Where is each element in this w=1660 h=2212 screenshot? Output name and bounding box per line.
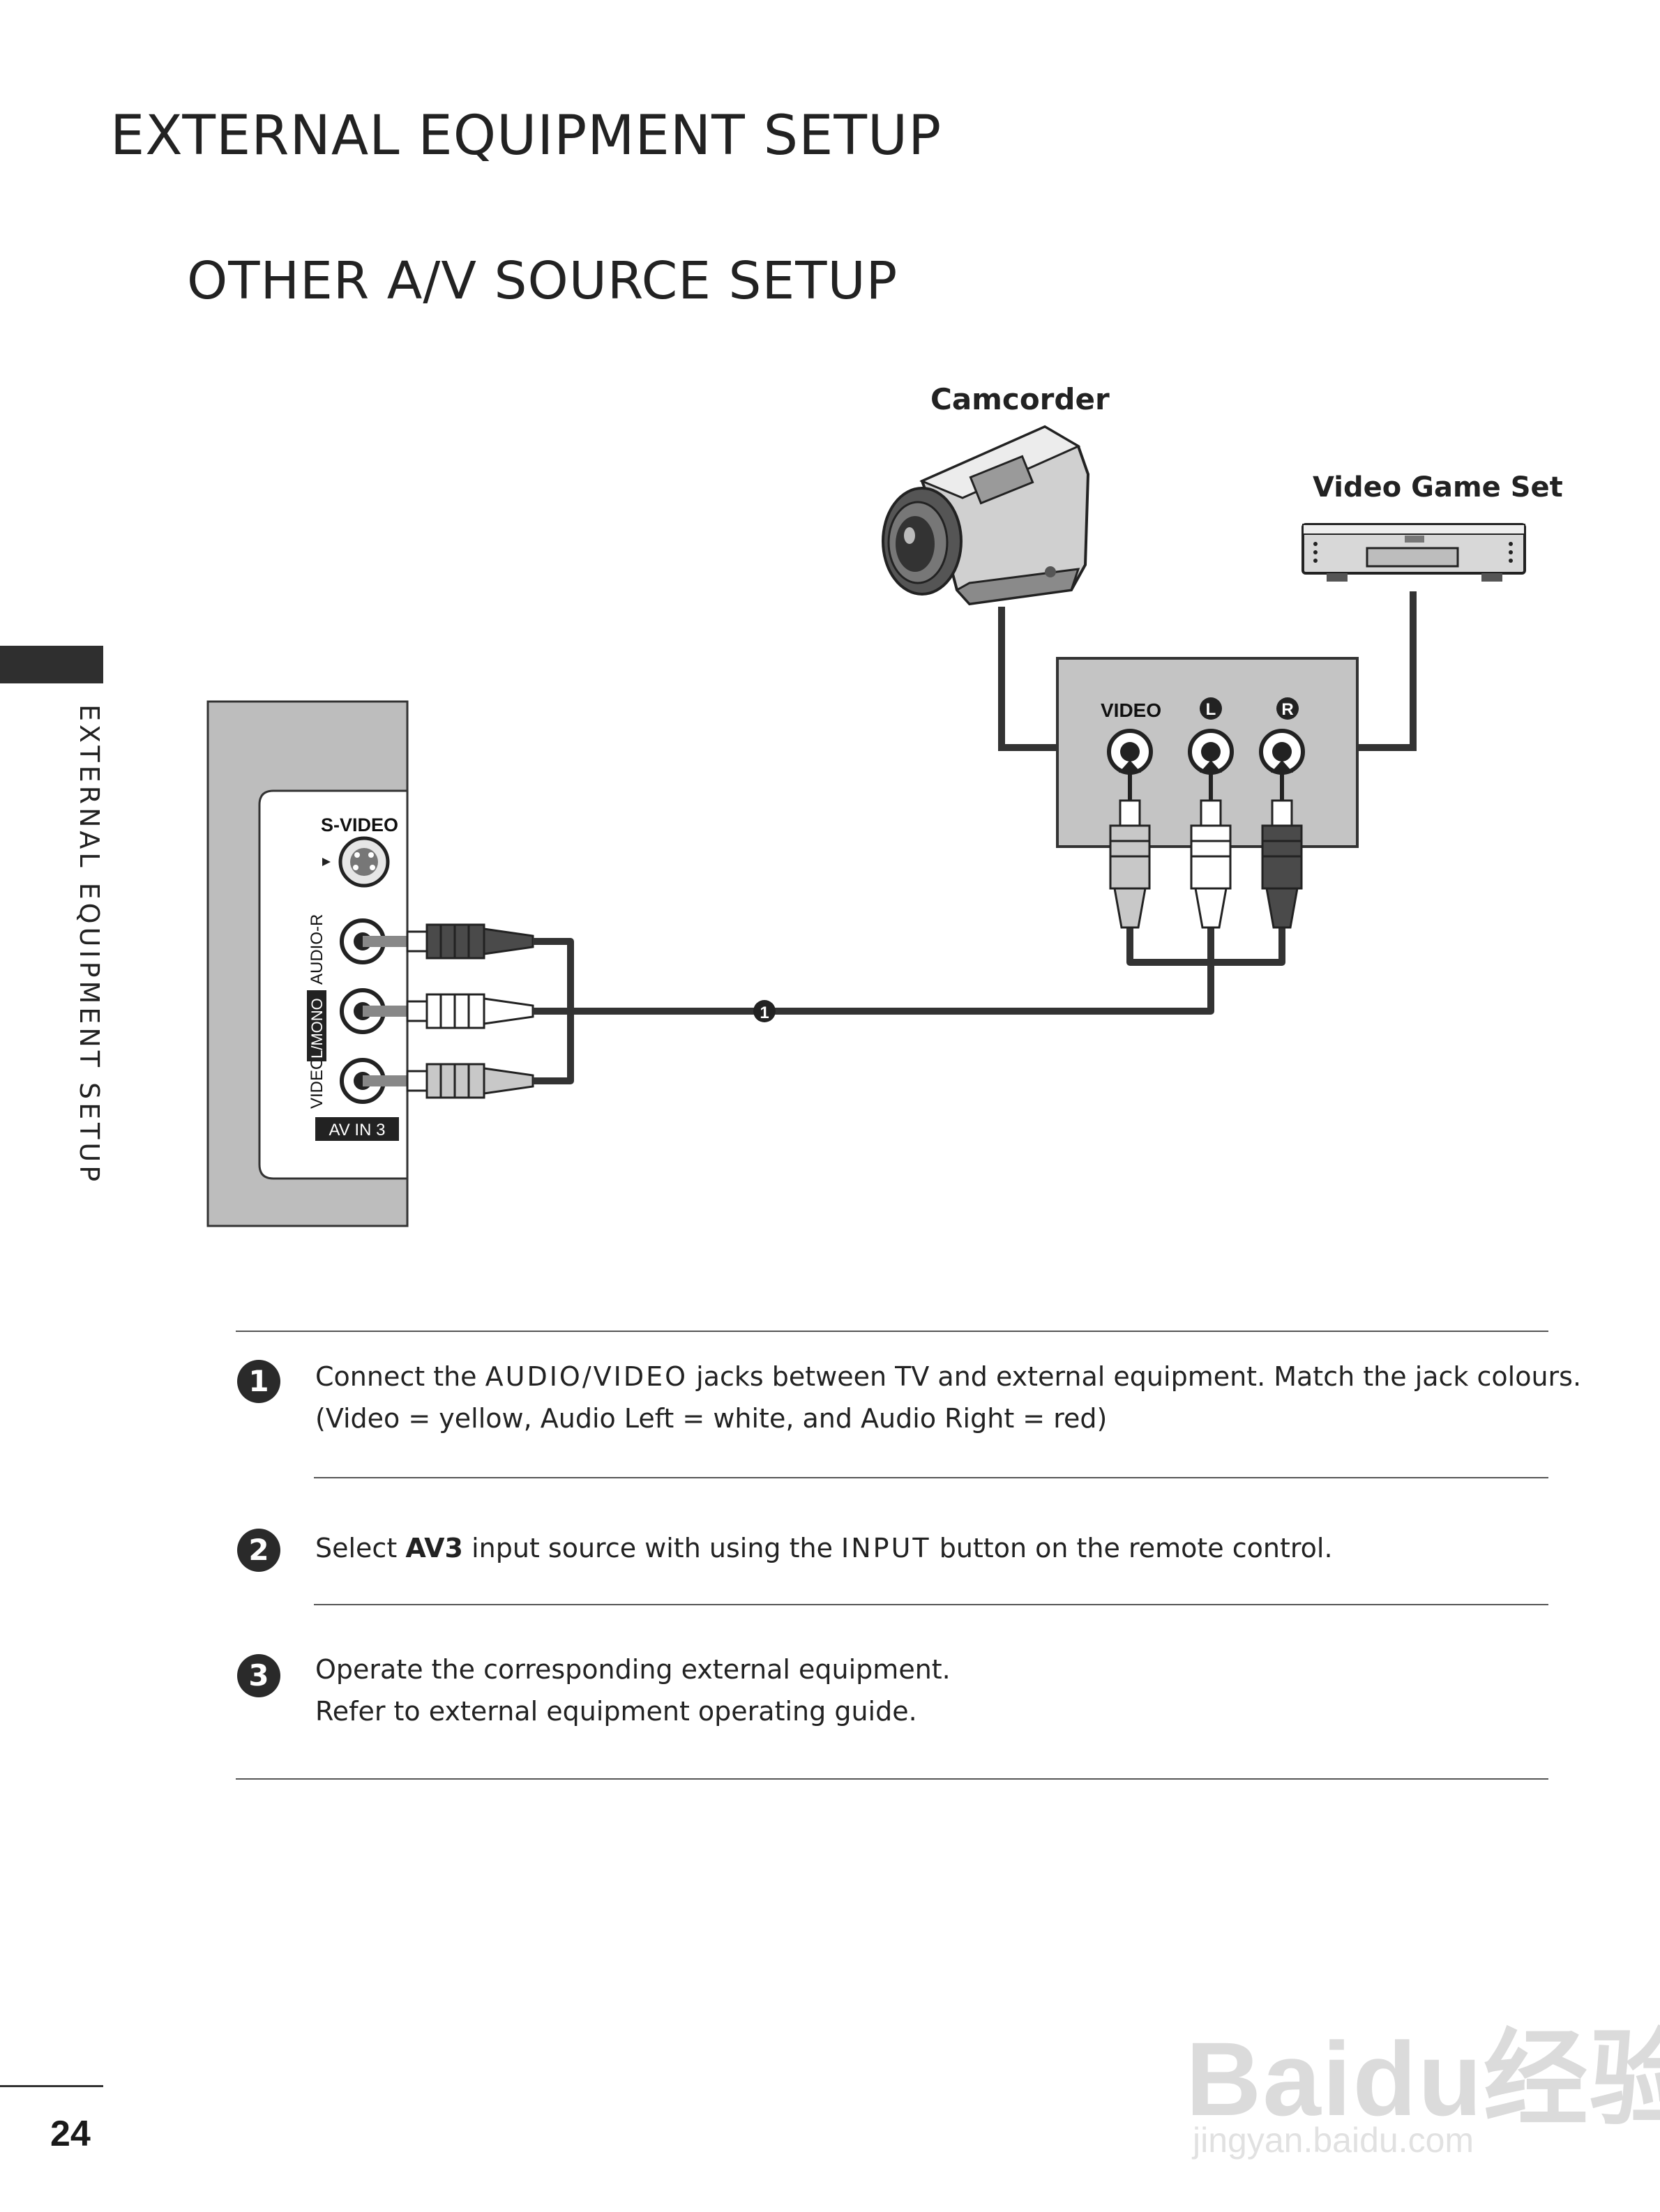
step-text: Connect the AUDIO/VIDEO jacks between TV… (315, 1361, 1582, 1434)
side-tab-marker (0, 646, 103, 683)
connection-diagram: 1 (206, 425, 1526, 1227)
device-plug-video-icon (1109, 760, 1151, 929)
tv-svideo-label: S-VIDEO (321, 815, 398, 835)
camcorder-label: Camcorder (930, 382, 1110, 416)
tv-mono-label-bg (307, 990, 326, 1061)
svg-text:R: R (1281, 700, 1293, 719)
svideo-jack-icon (322, 836, 390, 888)
device-plug-right-icon (1261, 760, 1303, 929)
watermark-brand: Baidu经验 (1186, 2020, 1660, 2137)
device-video-label: VIDEO (1101, 699, 1161, 721)
step-rule (314, 1604, 1548, 1605)
tv-audio-r-label: AUDIO-R (308, 914, 326, 985)
tv-mono-label: L/MONO (308, 998, 326, 1059)
device-jack-video-icon (1107, 729, 1153, 775)
device-left-badge: L (1200, 697, 1222, 720)
camcorder-icon (882, 425, 1090, 606)
step-number-badge: 1 (237, 1360, 280, 1403)
cable-marker-badge: 1 (753, 1000, 776, 1022)
video-game-set-icon (1301, 523, 1526, 582)
tv-plug-yellow-icon (406, 1063, 534, 1099)
device-plug-left-icon (1190, 760, 1232, 929)
svg-text:L: L (1206, 700, 1216, 719)
page-title: EXTERNAL EQUIPMENT SETUP (110, 105, 942, 167)
av-cable (533, 927, 1285, 1084)
tv-plug-white-icon (406, 993, 534, 1029)
step-text: Select AV3 input source with using the I… (315, 1533, 1333, 1563)
step-rule (314, 1477, 1548, 1478)
page-number: 24 (50, 2114, 91, 2154)
footer-rule (0, 2085, 103, 2087)
step-number-badge: 2 (237, 1529, 280, 1572)
step-rule-bottom (236, 1778, 1548, 1780)
device-wires (998, 591, 1417, 751)
tv-video-label: VIDEO (308, 1056, 326, 1109)
tv-plug-red-icon (406, 923, 534, 960)
step-number-badge: 3 (237, 1654, 280, 1697)
video-game-set-label: Video Game Set (1313, 471, 1563, 503)
watermark-url: jingyan.baidu.com (1193, 2121, 1474, 2160)
section-title: OTHER A/V SOURCE SETUP (187, 251, 898, 311)
step-rule-top (236, 1331, 1548, 1332)
tv-av-in-label: AV IN 3 (329, 1121, 386, 1139)
step-text: Operate the corresponding external equip… (315, 1654, 951, 1727)
watermark: Baidu经验 jingyan.baidu.com (1186, 1994, 1660, 2169)
device-jack-right-icon (1259, 729, 1305, 775)
tv-av-in-badge (315, 1117, 399, 1141)
cable-marker-text: 1 (760, 1003, 769, 1022)
device-right-badge: R (1276, 697, 1299, 720)
